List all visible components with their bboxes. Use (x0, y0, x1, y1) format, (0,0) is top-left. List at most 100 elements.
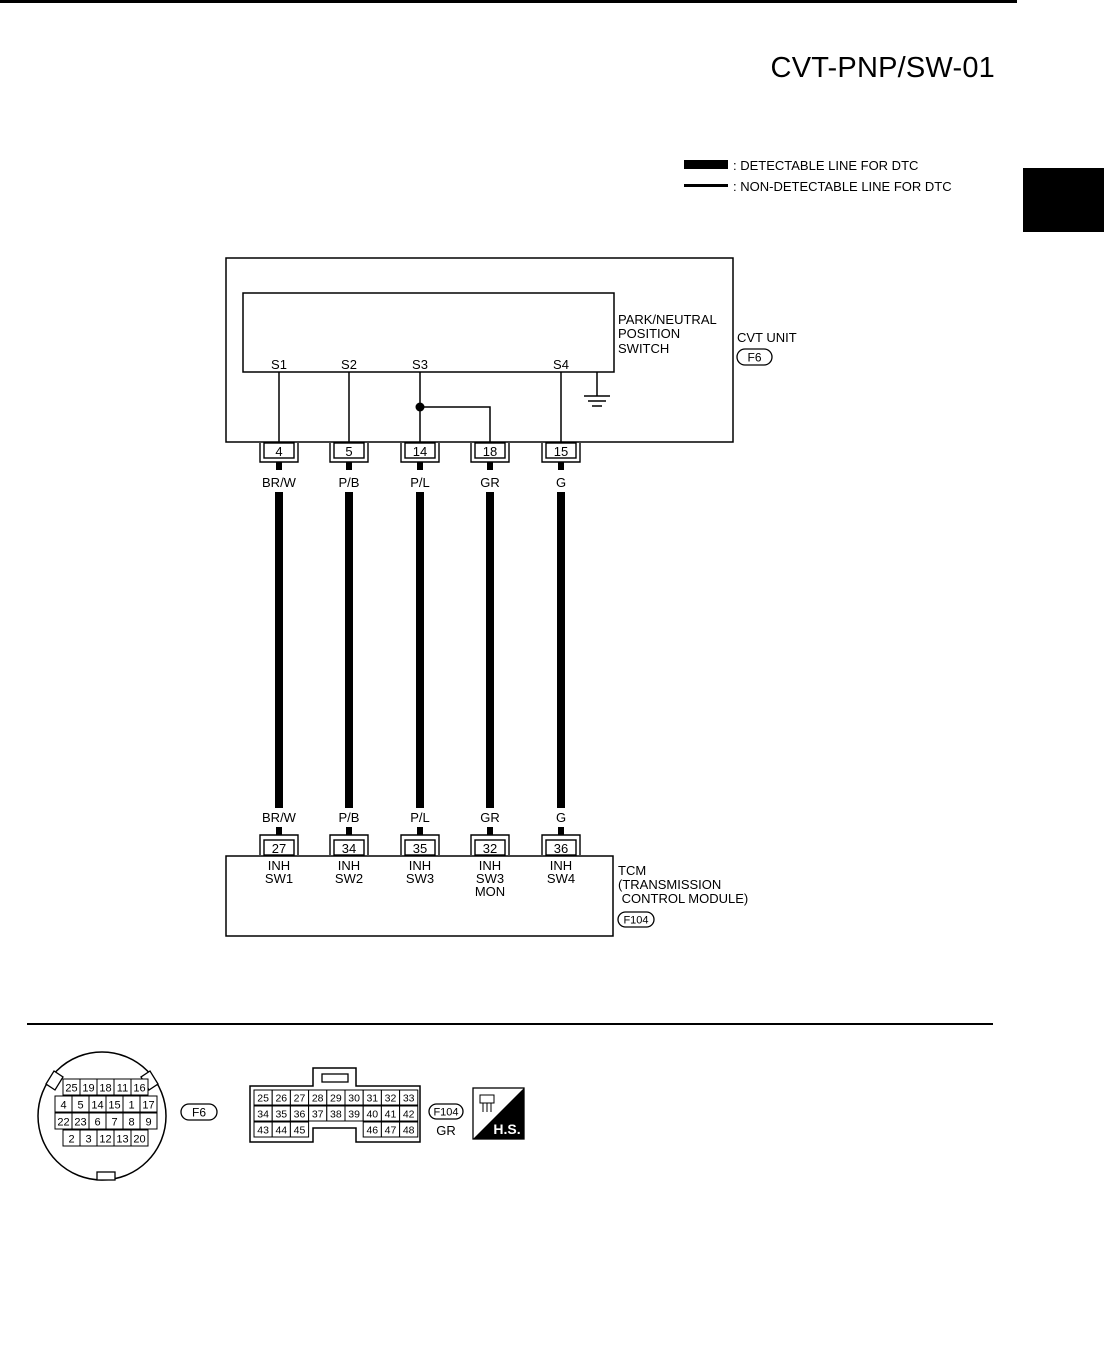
f104-pin-number: 46 (366, 1125, 378, 1137)
tcm-terminal (474, 839, 506, 856)
wire-color-top: P/L (410, 475, 430, 490)
f6-pin-number: 9 (145, 1117, 151, 1129)
f6-pin-number: 5 (77, 1100, 83, 1112)
f104-pin-number: 36 (294, 1109, 306, 1121)
f6-connector-id: F6 (192, 1106, 206, 1120)
cvt-terminal (263, 442, 295, 459)
wire-color-bottom: P/L (410, 810, 430, 825)
f104-pin-number: 32 (385, 1093, 397, 1105)
harness-wires: 4BR/WBR/W27INHSW15P/BP/B34INHSW214P/LP/L… (259, 442, 581, 899)
f104-pin-number: 25 (257, 1093, 269, 1105)
tcm-pin-label: SW3 (406, 871, 434, 886)
cvt-unit-label: CVT UNIT (737, 330, 797, 345)
non-detectable-line-swatch (684, 184, 728, 187)
cvt-connector-badge (736, 348, 773, 366)
f6-pin-number: 15 (108, 1100, 120, 1112)
wire-color-top: GR (480, 475, 500, 490)
tcm-label-line3: CONTROL MODULE) (618, 891, 748, 906)
f104-pin-number: 35 (275, 1109, 287, 1121)
cvt-connector-id: F6 (747, 351, 761, 365)
f104-pin-cell (399, 1105, 419, 1122)
tcm-terminal (545, 839, 577, 856)
f6-pin-number: 6 (94, 1117, 100, 1129)
f104-connector-id: F104 (433, 1107, 458, 1119)
tcm-connector-badge (617, 911, 655, 928)
f6-pin-number: 7 (111, 1117, 117, 1129)
f6-pin-number: 19 (82, 1083, 94, 1095)
switch-pin-s1: S1 (271, 357, 287, 372)
cvt-unit-box (225, 257, 734, 443)
detectable-wire (557, 492, 565, 808)
tcm-terminal-number: 32 (483, 841, 497, 856)
tcm-terminal-number: 35 (413, 841, 427, 856)
cvt-terminal (404, 442, 436, 459)
f104-pin-cell (289, 1121, 310, 1138)
wire-color-bottom: BR/W (262, 810, 297, 825)
ground-icon (584, 372, 610, 407)
tcm-pin-label: MON (475, 884, 505, 899)
f104-pin-cell (399, 1089, 419, 1106)
tcm-unit: TCM (TRANSMISSION CONTROL MODULE) F104 (225, 855, 748, 937)
f6-pin-number: 4 (60, 1100, 66, 1112)
legend-non-detectable-text: : NON-DETECTABLE LINE FOR DTC (733, 179, 952, 194)
f6-pin-number: 3 (85, 1134, 91, 1146)
f6-pin-number: 25 (65, 1083, 77, 1095)
f6-pin-number: 18 (99, 1083, 111, 1095)
f6-pin-cell (130, 1078, 149, 1096)
detectable-wire (275, 492, 283, 808)
detectable-line-swatch (684, 160, 728, 169)
tcm-pin-label: INH (550, 858, 572, 873)
f104-pin-number: 31 (366, 1093, 378, 1105)
detectable-wire (416, 492, 424, 808)
cvt-terminal-number: 5 (345, 444, 352, 459)
f6-pin-number: 20 (133, 1134, 145, 1146)
tcm-pin-label: INH (268, 858, 290, 873)
top-rule (0, 0, 1017, 3)
tcm-pin-label: INH (479, 858, 501, 873)
f6-pin-number: 1 (128, 1100, 134, 1112)
switch-label-line3: SWITCH (618, 341, 669, 356)
hs-harness-side-icon: H.S. (472, 1087, 525, 1140)
f104-pin-number: 33 (403, 1093, 415, 1105)
tcm-terminal-number: 36 (554, 841, 568, 856)
tcm-box (225, 855, 614, 937)
tcm-pin-label: SW1 (265, 871, 293, 886)
section-tab (1023, 168, 1104, 232)
f104-pin-number: 30 (348, 1093, 360, 1105)
f104-pin-number: 26 (275, 1093, 287, 1105)
wire-color-bottom: G (556, 810, 566, 825)
f6-pin-cell (139, 1112, 158, 1130)
f6-connector-badge (180, 1103, 218, 1121)
tcm-pin-label: INH (409, 858, 431, 873)
wire-color-top: P/B (339, 475, 360, 490)
switch-pin-s4: S4 (553, 357, 569, 372)
f104-pin-number: 29 (330, 1093, 342, 1105)
hs-badge-text: H.S. (493, 1121, 520, 1137)
switch-pin-s2: S2 (341, 357, 357, 372)
f6-pin-number: 11 (117, 1083, 128, 1095)
cvt-terminal (474, 442, 506, 459)
legend-detectable-text: : DETECTABLE LINE FOR DTC (733, 158, 918, 173)
switch-label-line2: POSITION (618, 326, 680, 341)
f6-pin-number: 22 (57, 1117, 69, 1129)
f6-pin-number: 2 (68, 1134, 74, 1146)
cvt-terminal-number: 14 (413, 444, 427, 459)
cvt-terminal (333, 442, 365, 459)
f104-pin-number: 28 (312, 1093, 324, 1105)
f104-connector-color: GR (436, 1123, 456, 1138)
tcm-terminal-number: 27 (272, 841, 286, 856)
cvt-terminal-number: 4 (275, 444, 282, 459)
f104-pin-number: 39 (348, 1109, 360, 1121)
f104-pin-number: 38 (330, 1109, 342, 1121)
detectable-wire (345, 492, 353, 808)
f104-connector-badge (428, 1103, 464, 1120)
wire-color-top: G (556, 475, 566, 490)
tcm-label-line2: (TRANSMISSION (618, 877, 721, 892)
f6-pin-number: 17 (142, 1100, 154, 1112)
f6-pin-number: 16 (133, 1083, 145, 1095)
cvt-terminal (545, 442, 577, 459)
